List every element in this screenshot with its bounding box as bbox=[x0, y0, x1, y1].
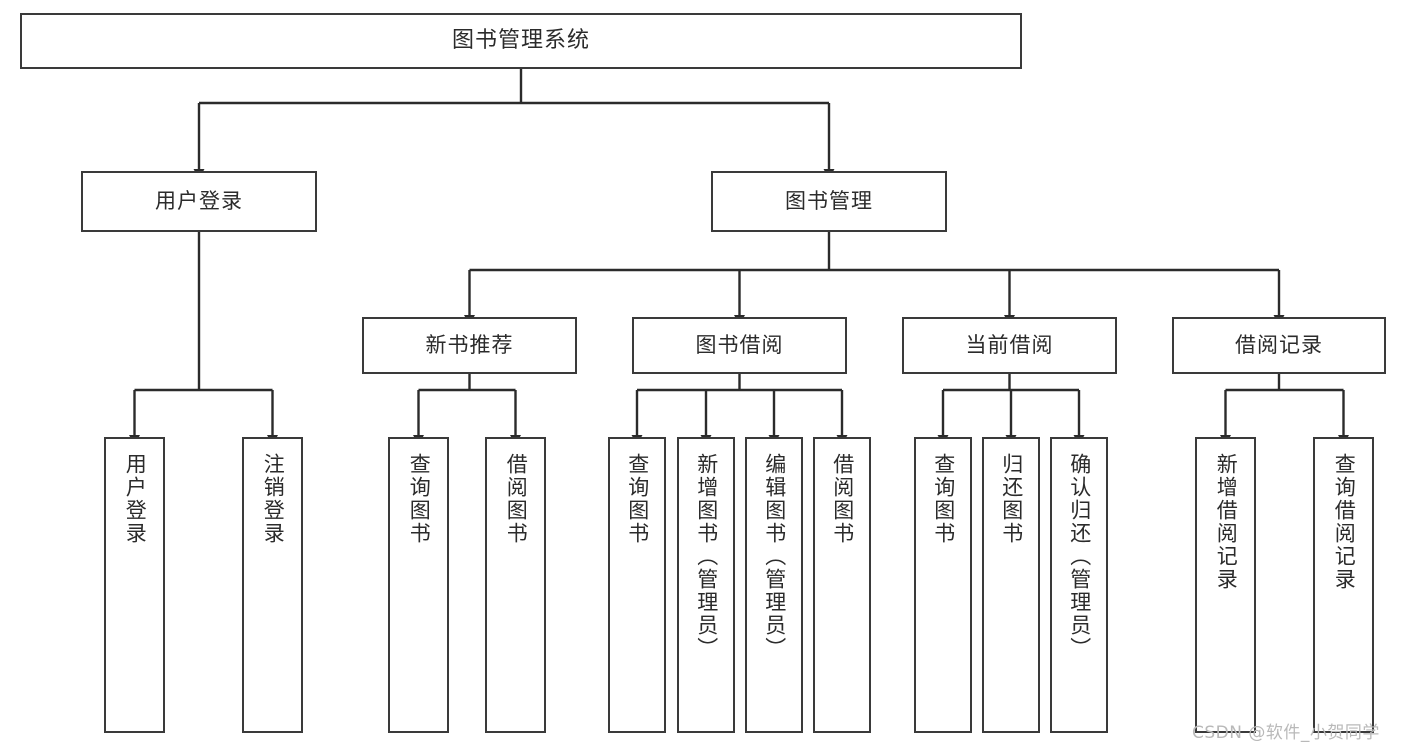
node-leaf-query-book-borrow[interactable]: 查询图书 bbox=[608, 437, 666, 733]
node-label: 查询借阅记录 bbox=[1332, 453, 1357, 591]
node-leaf-borrow-book-rec[interactable]: 借阅图书 bbox=[485, 437, 546, 733]
node-book-manage[interactable]: 图书管理 bbox=[711, 171, 947, 232]
watermark: CSDN @软件_小贺同学 bbox=[1192, 723, 1380, 743]
node-label: 借阅记录 bbox=[1235, 333, 1323, 358]
node-label: 图书管理系统 bbox=[451, 28, 590, 54]
node-label: 借阅图书 bbox=[504, 453, 529, 545]
node-leaf-confirm-return-admin[interactable]: 确认归还（管理员） bbox=[1050, 437, 1108, 733]
node-label: 图书借阅 bbox=[695, 333, 784, 358]
node-leaf-borrow-book[interactable]: 借阅图书 bbox=[813, 437, 871, 733]
node-current-borrow[interactable]: 当前借阅 bbox=[902, 317, 1117, 374]
node-leaf-return-book[interactable]: 归还图书 bbox=[982, 437, 1040, 733]
node-label: 用户登录 bbox=[123, 453, 148, 545]
node-label: 查询图书 bbox=[931, 453, 956, 545]
node-label: 新增图书（管理员） bbox=[694, 453, 719, 660]
node-leaf-query-book-current[interactable]: 查询图书 bbox=[914, 437, 972, 733]
node-leaf-user-login[interactable]: 用户登录 bbox=[104, 437, 165, 733]
node-leaf-query-book-rec[interactable]: 查询图书 bbox=[388, 437, 449, 733]
node-label: 编辑图书（管理员） bbox=[762, 453, 787, 660]
node-book-borrow[interactable]: 图书借阅 bbox=[632, 317, 847, 374]
node-leaf-query-borrow-record[interactable]: 查询借阅记录 bbox=[1313, 437, 1374, 733]
node-borrow-record[interactable]: 借阅记录 bbox=[1172, 317, 1386, 374]
node-label: 用户登录 bbox=[155, 189, 243, 214]
node-label: 新书推荐 bbox=[425, 333, 514, 358]
node-label: 查询图书 bbox=[407, 453, 432, 545]
node-label: 借阅图书 bbox=[830, 453, 855, 545]
node-label: 新增借阅记录 bbox=[1214, 453, 1239, 591]
node-leaf-add-borrow-record[interactable]: 新增借阅记录 bbox=[1195, 437, 1256, 733]
node-label: 注销登录 bbox=[261, 453, 286, 545]
node-label: 确认归还（管理员） bbox=[1067, 453, 1092, 660]
node-label: 归还图书 bbox=[999, 453, 1024, 545]
node-label: 当前借阅 bbox=[965, 333, 1054, 358]
node-label: 查询图书 bbox=[625, 453, 650, 545]
node-leaf-add-book-admin[interactable]: 新增图书（管理员） bbox=[677, 437, 735, 733]
node-new-book-recommend[interactable]: 新书推荐 bbox=[362, 317, 577, 374]
node-leaf-logout-login[interactable]: 注销登录 bbox=[242, 437, 303, 733]
node-user-login[interactable]: 用户登录 bbox=[81, 171, 317, 232]
node-label: 图书管理 bbox=[785, 189, 873, 214]
node-leaf-edit-book-admin[interactable]: 编辑图书（管理员） bbox=[745, 437, 803, 733]
node-root[interactable]: 图书管理系统 bbox=[20, 13, 1022, 69]
